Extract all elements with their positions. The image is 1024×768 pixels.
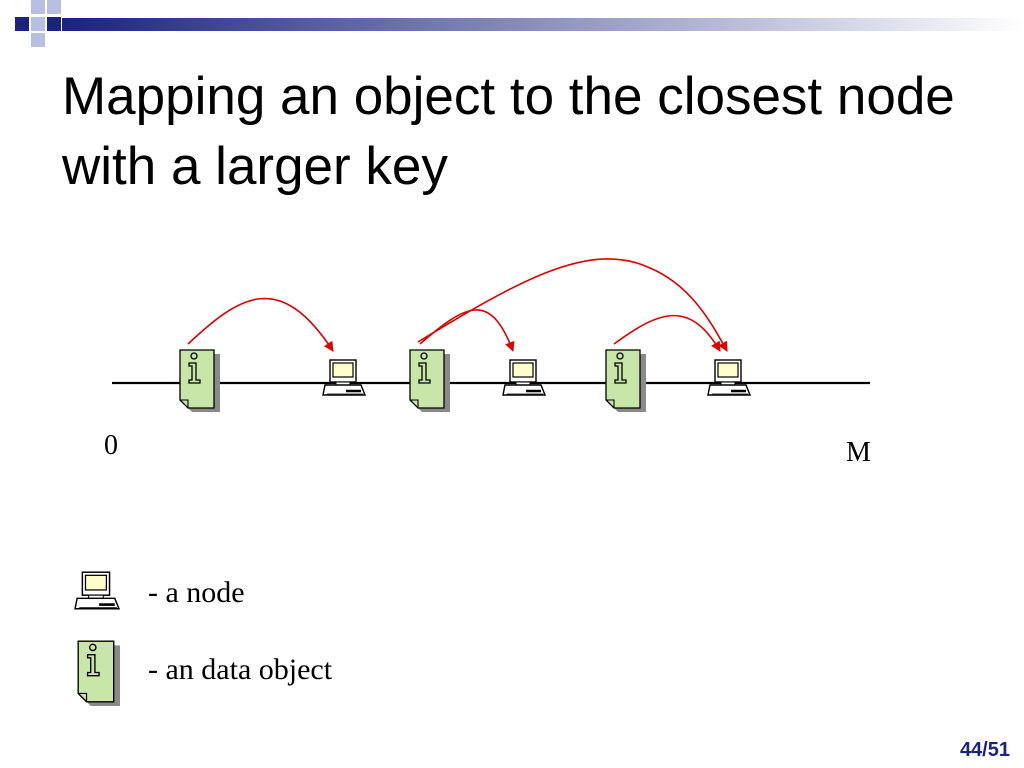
legend-node-label: - a node (148, 576, 245, 609)
data-object-2 (409, 349, 450, 412)
mapping-arrow-2 (419, 309, 515, 352)
data-object-1 (179, 349, 220, 412)
node-2 (502, 358, 546, 397)
legend-data-object-label: - an data object (148, 653, 333, 686)
axis-end-label: M (846, 437, 871, 468)
slide-title: Mapping an object to the closest node wi… (62, 67, 955, 196)
node-1 (322, 358, 366, 397)
mapping-arrow-3 (417, 258, 728, 352)
data-object-3 (605, 349, 646, 412)
legend-data-object-icon (77, 640, 120, 706)
page-number: 44/51 (959, 739, 1010, 761)
corner-decoration (15, 0, 1024, 47)
legend-node-icon (74, 570, 120, 611)
node-3 (707, 358, 751, 397)
axis-start-label: 0 (104, 430, 118, 461)
mapping-arrow-4 (613, 314, 721, 352)
mapping-arrow-1 (187, 297, 334, 352)
